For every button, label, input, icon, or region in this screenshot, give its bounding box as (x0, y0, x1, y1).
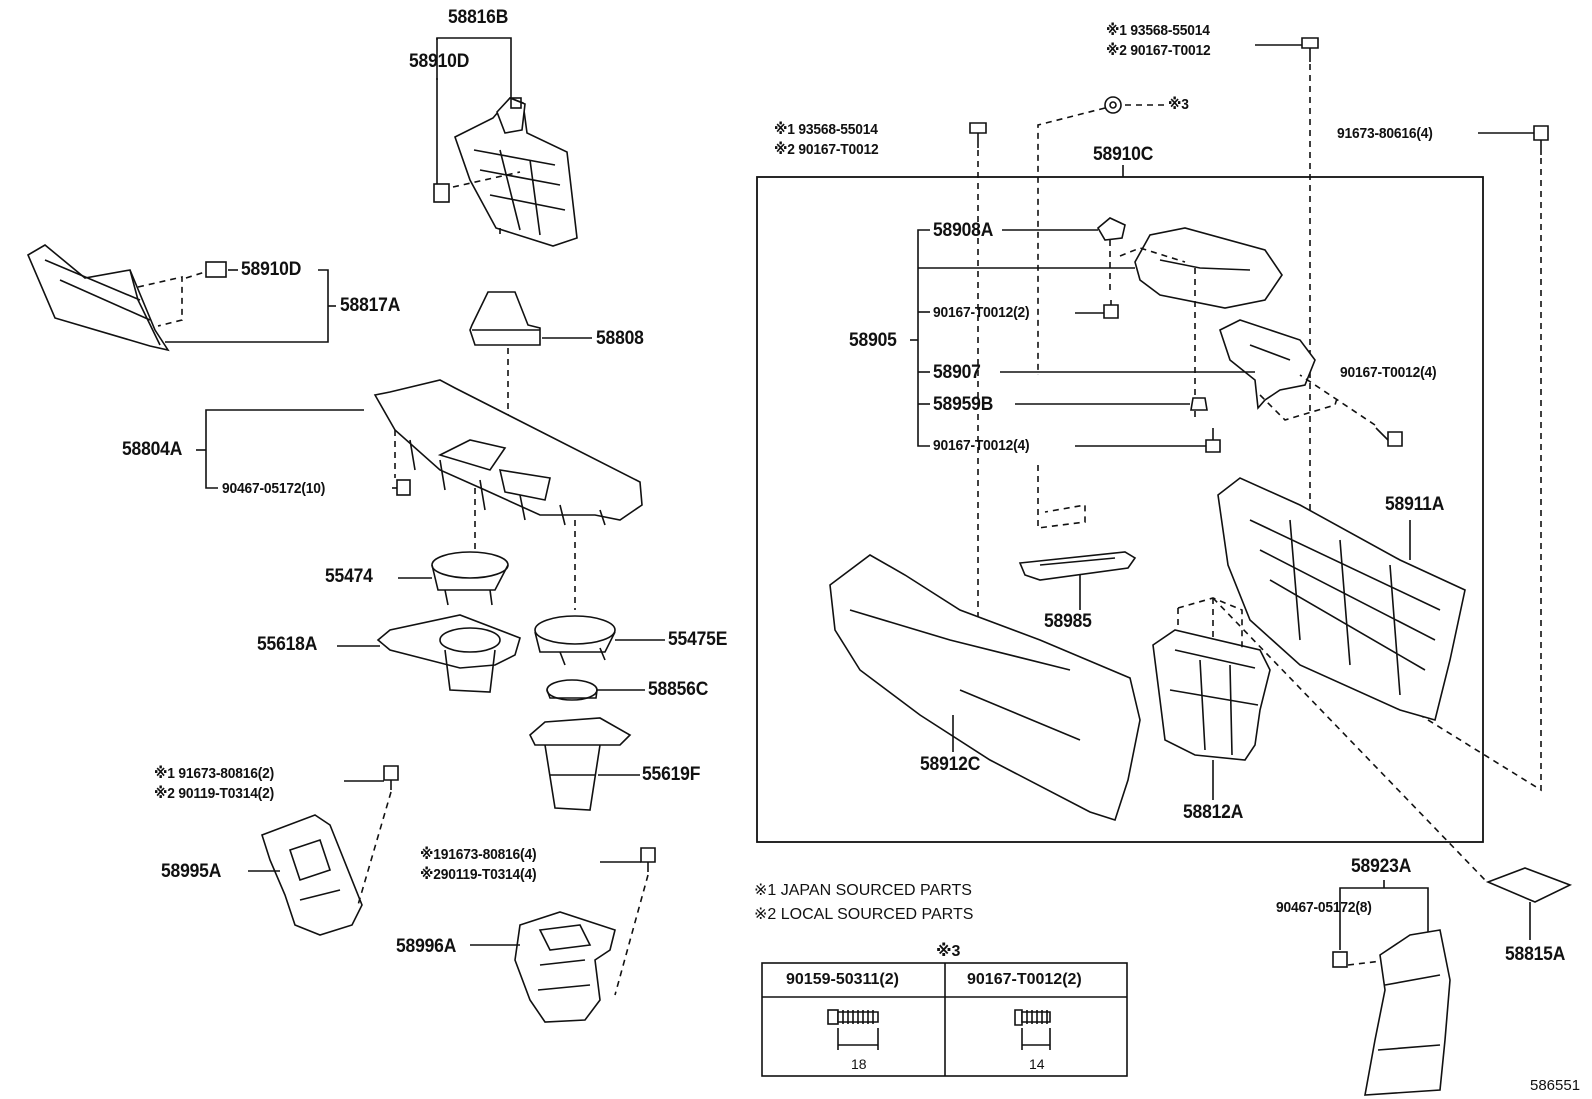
label-55474: 55474 (325, 566, 373, 587)
label-90167-4-left: 90167-T0012(4) (933, 437, 1030, 454)
ref-mid-2: ※2 90167-T0012 (774, 141, 879, 158)
label-58816b: 58816B (448, 7, 509, 28)
part-58996a (514, 911, 616, 1023)
part-58804a (373, 379, 643, 526)
label-58911a: 58911A (1385, 494, 1445, 515)
part-58995a (261, 814, 363, 936)
dimension-18: 18 (851, 1056, 867, 1072)
label-58910d-top: 58910D (409, 51, 470, 72)
label-91673-80616: 91673-80616(4) (1337, 125, 1433, 142)
ref-lower-2: ※2 90119-T0314(2) (154, 785, 275, 802)
bolt-91673-2 (383, 765, 399, 790)
part-58908a (1096, 217, 1126, 241)
label-58985: 58985 (1044, 611, 1092, 632)
ref-top-1: ※1 93568-55014 (1106, 22, 1210, 39)
clip-90467-8 (1332, 951, 1348, 968)
label-58910c: 58910C (1093, 144, 1154, 165)
part-55475e (534, 615, 616, 666)
label-58995a: 58995A (161, 861, 222, 882)
part-58812a (1152, 629, 1271, 761)
bracket-58816b (436, 37, 512, 98)
screw-icon-18 (827, 1009, 879, 1050)
part-55619f (529, 717, 632, 811)
label-58996a: 58996A (396, 936, 457, 957)
label-58908a: 58908A (933, 220, 994, 241)
part-58985 (1018, 551, 1137, 581)
bracket-58905 (917, 229, 930, 447)
label-58907: 58907 (933, 362, 981, 383)
table-col1-header: 90159-50311(2) (786, 971, 899, 988)
clip-90467-10 (396, 479, 411, 496)
label-55475e: 55475E (668, 629, 728, 650)
label-90167-4-hinge: 90167-T0012(4) (1340, 364, 1437, 381)
label-90467-10: 90467-05172(10) (222, 480, 326, 497)
legend-note-japan: ※1 JAPAN SOURCED PARTS (754, 882, 972, 899)
part-armrest-lid (1134, 227, 1283, 309)
label-58808: 58808 (596, 328, 644, 349)
label-58817a: 58817A (340, 295, 401, 316)
part-58912c (829, 554, 1141, 822)
part-58907 (1219, 319, 1316, 410)
diagram-code: 586551 (1530, 1077, 1581, 1094)
part-55474 (431, 551, 509, 606)
ref-top-2: ※2 90167-T0012 (1106, 42, 1211, 59)
label-90467-8: 90467-05172(8) (1276, 899, 1372, 916)
part-58817a (26, 244, 170, 352)
label-58923a: 58923A (1351, 856, 1412, 877)
bolt-93568-top (1301, 37, 1319, 62)
part-58815a (1485, 867, 1573, 903)
label-55618a: 55618A (257, 634, 318, 655)
table-title: ※3 (936, 943, 961, 960)
label-58804a: 58804A (122, 439, 183, 460)
label-58856c: 58856C (648, 679, 709, 700)
bolt-90167-4-left (1205, 428, 1221, 453)
assembly-frame (756, 176, 1484, 843)
bolt-91673-80616 (1533, 125, 1549, 155)
legend-note-local: ※2 LOCAL SOURCED PARTS (754, 906, 974, 923)
label-58910d-left: 58910D (241, 259, 302, 280)
bolt-93568-mid (969, 122, 987, 148)
part-58808 (469, 291, 541, 346)
dimension-14: 14 (1029, 1056, 1045, 1072)
ref-bottom-1: ※191673-80816(4) (420, 846, 537, 863)
part-55618a (376, 614, 521, 693)
nut-mark3 (1104, 96, 1122, 114)
bolt-91673-4 (640, 847, 656, 872)
label-58912c: 58912C (920, 754, 981, 775)
part-58959b (1190, 397, 1208, 411)
label-58812a: 58812A (1183, 802, 1244, 823)
part-58856c (546, 679, 598, 701)
clip-58910d-top (433, 183, 450, 203)
part-58911a (1217, 477, 1466, 721)
bolt-90167-4-hinge (1375, 427, 1403, 447)
label-58815a: 58815A (1505, 944, 1566, 965)
part-58816b (454, 97, 578, 247)
clip-58910d-left (205, 261, 227, 278)
label-58905: 58905 (849, 330, 897, 351)
table-col2-header: 90167-T0012(2) (967, 971, 1082, 988)
label-58959b: 58959B (933, 394, 994, 415)
screw-icon-14 (1014, 1009, 1051, 1050)
label-90167-2: 90167-T0012(2) (933, 304, 1030, 321)
ref-bottom-2: ※290119-T0314(4) (420, 866, 537, 883)
ref-lower-1: ※1 91673-80816(2) (154, 765, 275, 782)
part-58923a (1364, 929, 1451, 1096)
ref-mark3: ※3 (1168, 96, 1189, 113)
ref-mid-1: ※1 93568-55014 (774, 121, 878, 138)
bolt-90167-2 (1103, 300, 1119, 319)
label-55619f: 55619F (642, 764, 701, 785)
